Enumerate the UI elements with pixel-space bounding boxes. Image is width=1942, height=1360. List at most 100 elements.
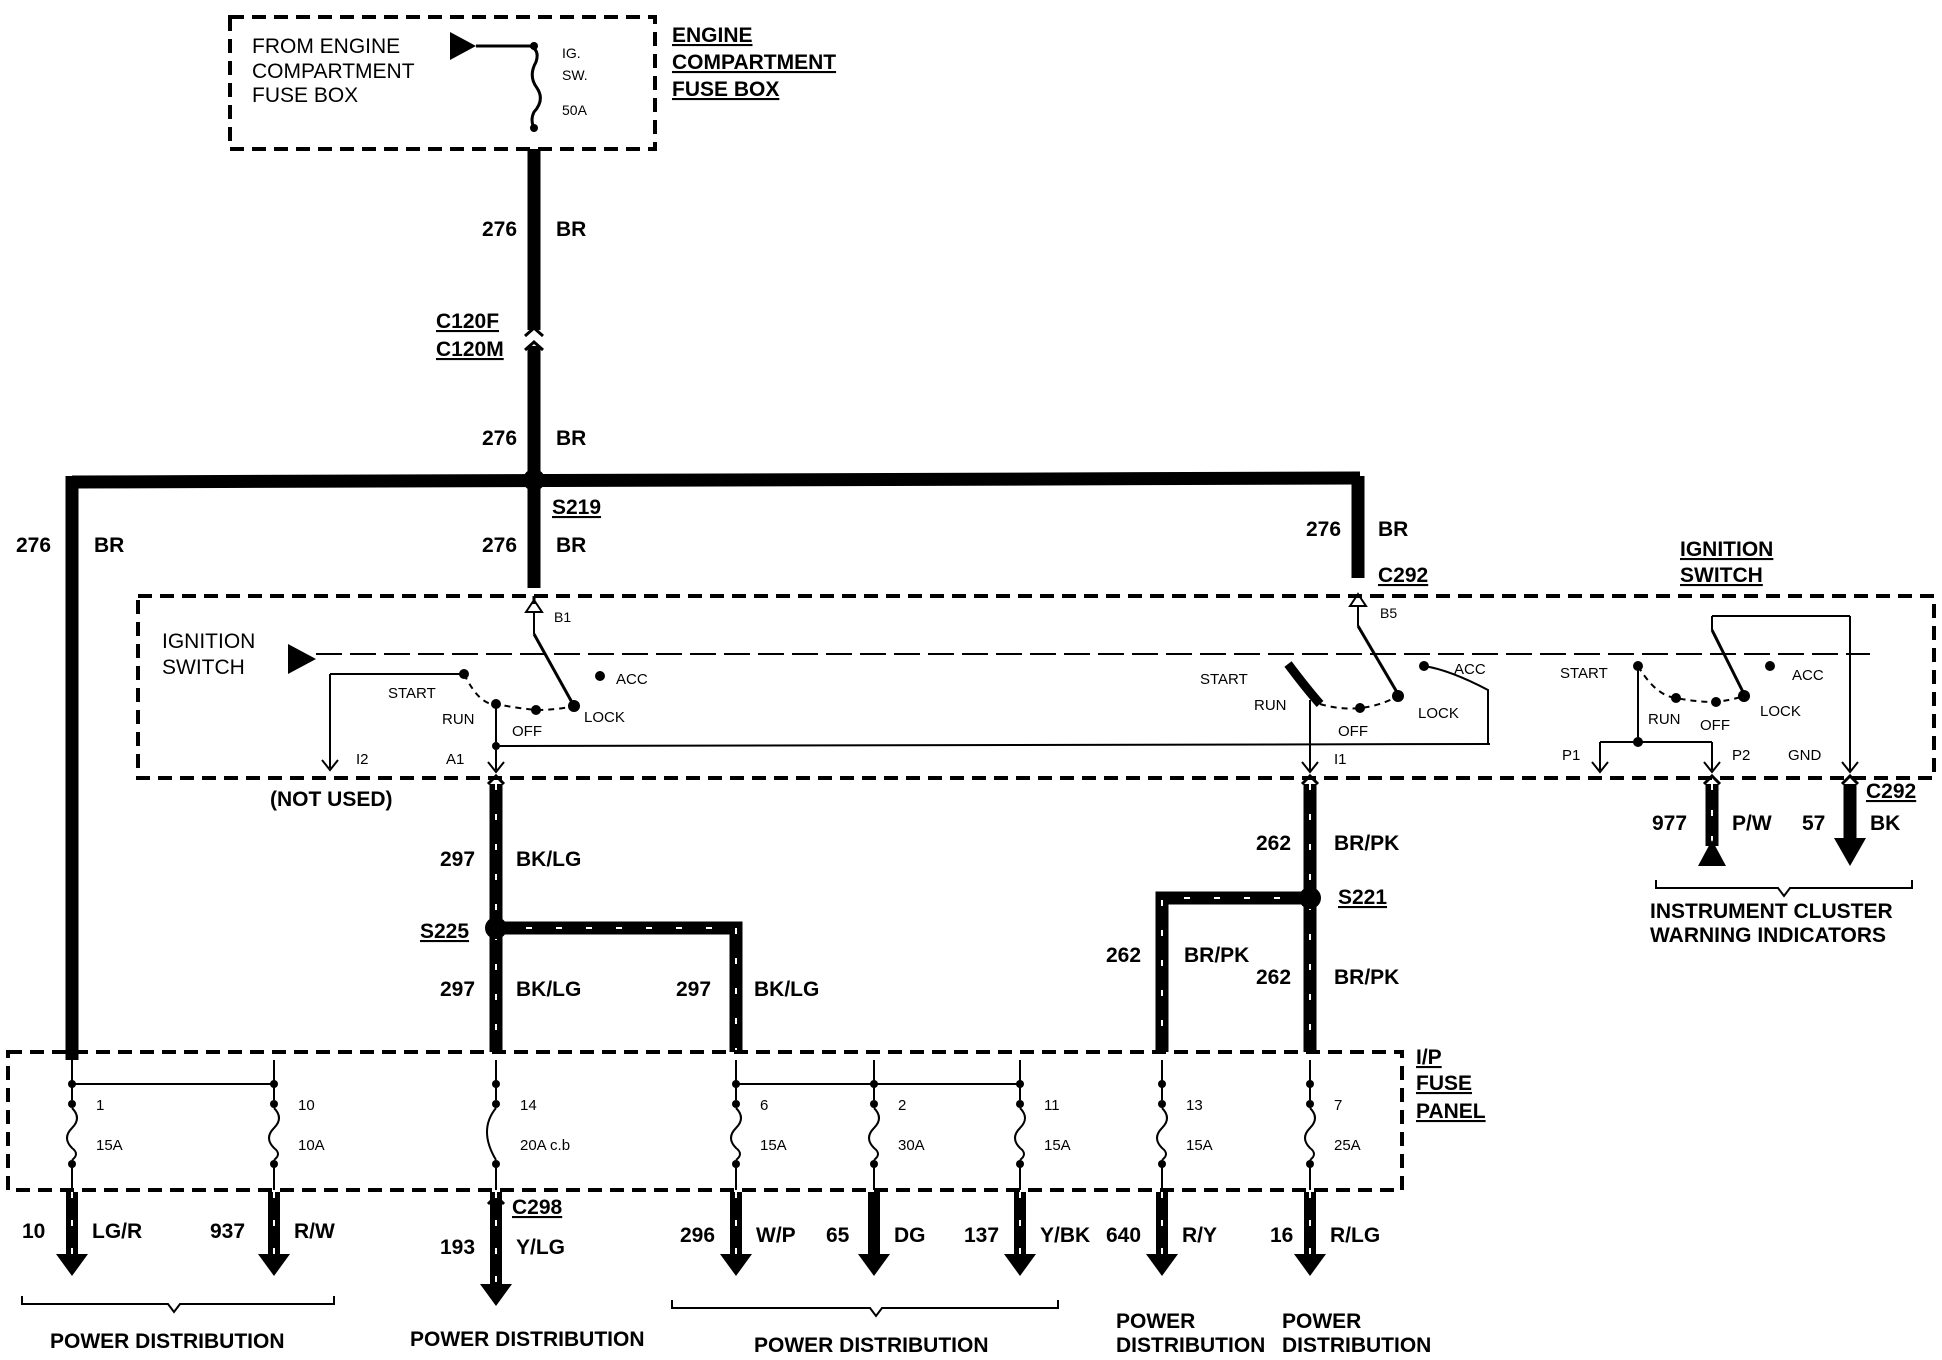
sw1-lock-label: LOCK bbox=[584, 709, 625, 726]
efb-inner-label-2: COMPARTMENT bbox=[252, 60, 415, 83]
fuse-13-terminal-top bbox=[1158, 1100, 1166, 1108]
isw-internal-bus bbox=[495, 743, 1491, 747]
circuit-297 bbox=[485, 773, 743, 1052]
ig-fuse-name: IG. bbox=[562, 45, 581, 61]
w262b-num: 262 bbox=[1106, 944, 1141, 967]
w57-num: 57 bbox=[1802, 812, 1825, 835]
sw3-run-label: RUN bbox=[1648, 711, 1681, 728]
efb-fuse-node-top bbox=[530, 42, 538, 50]
sw2-off-label: OFF bbox=[1338, 723, 1368, 740]
fuse-11-number: 11 bbox=[1044, 1097, 1060, 1114]
i1-arrow bbox=[1301, 761, 1319, 774]
w57-color: BK bbox=[1870, 812, 1900, 835]
w977-color: P/W bbox=[1732, 812, 1772, 835]
output-193-number: 193 bbox=[440, 1236, 475, 1259]
output-193-arrow bbox=[480, 1284, 512, 1306]
sw3-start-label: START bbox=[1560, 665, 1608, 682]
pin-b1: B1 bbox=[554, 609, 571, 625]
i2-arrow bbox=[321, 759, 339, 772]
w297a-color: BK/LG bbox=[516, 848, 581, 871]
s221-splice-dot bbox=[1299, 887, 1321, 909]
w262b-color: BR/PK bbox=[1184, 944, 1249, 967]
b1-pin-arrow bbox=[524, 598, 544, 613]
cluster-outputs bbox=[1655, 773, 1913, 898]
fuse-14-terminal-top bbox=[492, 1100, 500, 1108]
output-10-color: LG/R bbox=[92, 1220, 142, 1243]
sw2-off-contact bbox=[1355, 703, 1365, 713]
engine-fuse-box: FROM ENGINE COMPARTMENT FUSE BOX IG. SW.… bbox=[228, 15, 657, 151]
pin-i2: I2 bbox=[356, 751, 369, 768]
engine-fuse-box-outline bbox=[228, 15, 657, 151]
fuse-2-number: 2 bbox=[898, 1097, 906, 1114]
output-193-color: Y/LG bbox=[516, 1236, 565, 1259]
sw2-acc-return bbox=[1423, 665, 1489, 744]
c120m-label: C120M bbox=[436, 338, 504, 361]
efb-title-3: FUSE BOX bbox=[672, 78, 779, 101]
sw3-run-contact bbox=[1671, 693, 1681, 703]
s221-label: S221 bbox=[1338, 886, 1387, 909]
sw1-acc-label: ACC bbox=[616, 671, 648, 688]
pd5-label-2: DISTRIBUTION bbox=[1282, 1334, 1431, 1357]
fuse-13-number: 13 bbox=[1186, 1097, 1203, 1114]
pd4-label-2: DISTRIBUTION bbox=[1116, 1334, 1265, 1357]
output-937-color: R/W bbox=[294, 1220, 335, 1243]
ig-fuse-sub: SW. bbox=[562, 67, 588, 83]
w297b-num: 297 bbox=[440, 978, 475, 1001]
w297c-color: BK/LG bbox=[754, 978, 819, 1001]
pin-gnd: GND bbox=[1788, 747, 1822, 764]
w276right-color: BR bbox=[1378, 518, 1408, 541]
output-937-arrow bbox=[258, 1254, 290, 1276]
w297b-color: BK/LG bbox=[516, 978, 581, 1001]
w276b-color: BR bbox=[556, 427, 586, 450]
fuse-7-element bbox=[1304, 1107, 1316, 1161]
output-65-arrow bbox=[858, 1254, 890, 1276]
output-137-color: Y/BK bbox=[1040, 1224, 1090, 1247]
sw3-lock-label: LOCK bbox=[1760, 703, 1801, 720]
c292-right-label: C292 bbox=[1866, 780, 1916, 803]
output-65-color: DG bbox=[894, 1224, 926, 1247]
efb-fuse-node-bottom bbox=[530, 124, 538, 132]
s219-splice-dot bbox=[523, 469, 545, 491]
fuse-2: 2 30A bbox=[868, 1060, 925, 1190]
sw2-start-contact-bar bbox=[1284, 661, 1324, 707]
fuse-13-element bbox=[1156, 1107, 1168, 1161]
a1-arrow bbox=[487, 761, 505, 774]
sw3-lock-contact bbox=[1738, 690, 1750, 702]
c298-label: C298 bbox=[512, 1196, 563, 1219]
circuit-262 bbox=[1155, 773, 1321, 1052]
pd3-bracket bbox=[671, 1300, 1059, 1318]
ip-fuse-panel-outline bbox=[6, 1050, 1404, 1192]
w262c-num: 262 bbox=[1256, 966, 1291, 989]
pd2-label: POWER DISTRIBUTION bbox=[410, 1328, 645, 1351]
pin-p2: P2 bbox=[1732, 747, 1750, 764]
i1-connector-symbol bbox=[1300, 773, 1320, 786]
p2-arrow bbox=[1703, 761, 1721, 774]
ig-fuse-rating: 50A bbox=[562, 102, 588, 118]
output-296-number: 296 bbox=[680, 1224, 715, 1247]
fuse-2-rating: 30A bbox=[898, 1137, 925, 1154]
s225-label: S225 bbox=[420, 920, 469, 943]
c120f-symbol bbox=[524, 325, 544, 338]
isw-section-1: B1 START RUN OFF LOCK ACC I2 A1 bbox=[321, 596, 648, 774]
wire-297-branch-stripe bbox=[496, 927, 737, 1052]
fuse-2-element bbox=[868, 1107, 880, 1161]
a1-node bbox=[492, 742, 500, 750]
sw3-off-label: OFF bbox=[1700, 717, 1730, 734]
c120f-label: C120F bbox=[436, 310, 499, 333]
isw-actuator-arrow bbox=[288, 644, 316, 674]
a1-connector-symbol bbox=[486, 773, 506, 786]
ignition-switch-box: IGNITION SWITCH B1 START RUN OFF bbox=[136, 592, 1936, 780]
pin-b5: B5 bbox=[1380, 605, 1397, 621]
